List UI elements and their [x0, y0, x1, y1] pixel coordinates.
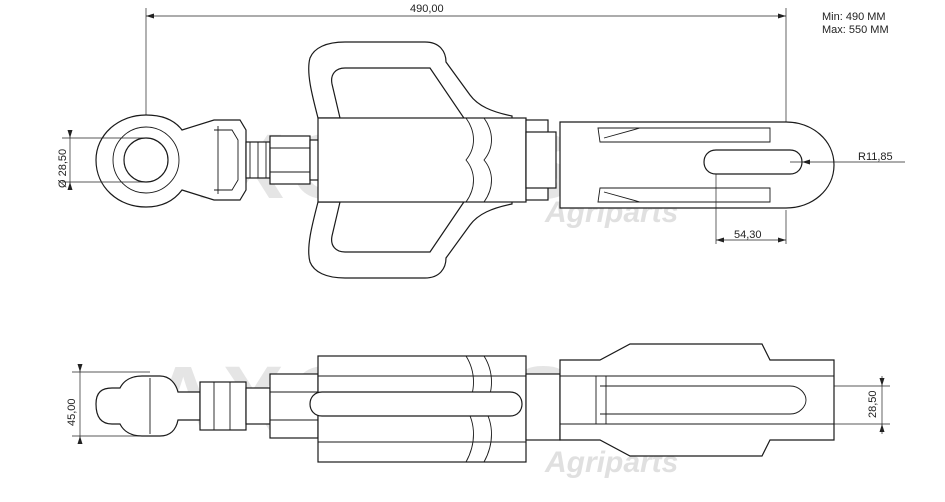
hook-radius-label: R11,85 — [858, 151, 893, 163]
range-note: Min: 490 MM Max: 550 MM — [822, 11, 889, 36]
range-min-text: Min: 490 MM — [822, 11, 886, 23]
left-eye-end — [95, 114, 247, 208]
dimension-side-thickness: 45,00 — [66, 364, 150, 444]
eye-diameter-label: Ø 28,50 — [57, 149, 69, 188]
central-body — [308, 41, 557, 279]
dimension-eye-diameter: Ø 28,50 — [57, 130, 146, 190]
threaded-stem — [245, 135, 323, 185]
right-hook-end — [559, 121, 835, 209]
body-side — [309, 355, 561, 463]
slot-length-label: 54,30 — [734, 229, 762, 241]
overall-length-label: 490,00 — [410, 3, 444, 15]
dimension-hook-radius: R11,85 — [790, 151, 905, 165]
side-thickness-label: 45,00 — [66, 398, 78, 426]
dimension-slot-length: 54,30 — [715, 174, 787, 244]
stem-side — [245, 373, 319, 439]
dimension-hook-width: 28,50 — [834, 376, 890, 434]
hook-width-label: 28,50 — [867, 390, 879, 418]
left-eye-side — [95, 375, 247, 437]
hook-side — [559, 343, 835, 457]
top-view: 490,00 Ø 28,50 — [57, 3, 905, 279]
side-view: 45,00 — [66, 343, 890, 463]
range-max-text: Max: 550 MM — [822, 24, 889, 36]
